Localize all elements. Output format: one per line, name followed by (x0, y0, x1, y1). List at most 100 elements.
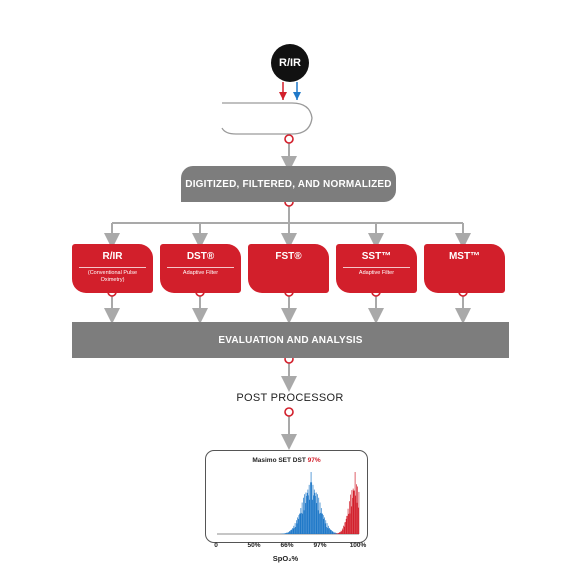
algorithm-title: SST™ (361, 251, 392, 262)
histogram-bar (288, 532, 290, 534)
histogram-bar (342, 529, 344, 534)
histogram-bar (297, 518, 299, 534)
histogram-bar (333, 531, 335, 534)
histogram-bar (301, 512, 302, 534)
histogram-bar (339, 532, 341, 534)
algorithm-box-mst: MST™ (424, 244, 505, 293)
spo2-histogram (217, 472, 360, 535)
histogram-bar (294, 523, 296, 534)
histogram-bar (350, 506, 352, 534)
chart-title: Masimo SET DST 97% (206, 457, 367, 464)
digitize-bar: DIGITIZED, FILTERED, AND NORMALIZED (181, 166, 396, 202)
histogram-bar (291, 529, 293, 534)
histogram-bar (346, 515, 348, 534)
histogram-bar (305, 492, 307, 534)
histogram-bar (294, 527, 295, 534)
histogram-bar (306, 495, 307, 534)
histogram-bar (319, 502, 321, 534)
histogram-bar (290, 530, 292, 534)
histogram-bar (317, 494, 318, 534)
histogram-bar (354, 490, 355, 534)
histogram-bar (323, 518, 325, 534)
algorithm-box-rir: R/IR (Conventional Pulse Oximetry) (72, 244, 153, 293)
histogram-bar (337, 533, 339, 534)
histogram-bar (288, 531, 290, 534)
algorithm-subtitle: (Conventional Pulse Oximetry) (79, 267, 146, 284)
histogram-bar (293, 525, 295, 534)
histogram-bar (341, 531, 343, 534)
x-tick-50: 50% (247, 542, 261, 549)
histogram-bar (347, 508, 349, 534)
histogram-bar (306, 492, 308, 534)
histogram-bar (324, 517, 325, 534)
histogram-bar (311, 482, 313, 534)
histogram-bar (332, 531, 334, 534)
histogram-bar (348, 513, 350, 534)
histogram-bar (296, 520, 297, 534)
histogram-bar (319, 513, 320, 534)
histogram-bar (320, 508, 322, 534)
histogram-bar (320, 512, 322, 534)
histogram-bar (314, 492, 316, 534)
histogram-bar (304, 503, 306, 534)
histogram-bar (345, 522, 346, 534)
histogram-bar (357, 507, 359, 534)
algorithm-title: MST™ (448, 251, 481, 262)
histogram-bar (336, 533, 337, 534)
histogram-bar (287, 531, 289, 534)
histogram-bar (329, 529, 331, 534)
histogram-bar (331, 530, 332, 534)
histogram-bar (331, 531, 333, 534)
histogram-bar (326, 523, 328, 534)
histogram-bar (296, 523, 298, 534)
histogram-bar (348, 501, 350, 534)
histogram-bar (300, 508, 302, 534)
histogram-bar (304, 494, 306, 534)
node-dot-post (284, 407, 294, 417)
histogram-bar (283, 533, 285, 534)
histogram-bar (327, 527, 329, 534)
algorithm-box-sst: SST™ Adaptive Filter (336, 244, 417, 293)
histogram-bar (316, 503, 318, 534)
histogram-bar (298, 515, 300, 534)
algorithm-title: FST® (275, 251, 302, 262)
histogram-bar (308, 484, 310, 534)
sensor-circle: R/IR (271, 44, 309, 82)
histogram-bar (313, 495, 314, 534)
red-led-icon (279, 92, 287, 100)
histogram-bar (290, 530, 291, 534)
histogram-bar (295, 526, 297, 534)
histogram-bar (310, 472, 312, 534)
finger-outline (221, 102, 313, 135)
histogram-bar (356, 502, 358, 534)
histogram-bar (345, 518, 347, 534)
histogram-bar (335, 533, 337, 534)
histogram-bar (347, 515, 348, 534)
histogram-bar (353, 490, 355, 534)
histogram-bar (355, 495, 357, 534)
histogram-bar (327, 525, 329, 534)
histogram-bar (358, 491, 360, 534)
histogram-bar (343, 526, 345, 534)
x-axis-label: SpO₂% (272, 554, 299, 563)
histogram-bar (335, 532, 336, 534)
algorithm-title: R/IR (102, 251, 123, 262)
histogram-bar (299, 513, 300, 534)
histogram-bar (313, 489, 315, 534)
histogram-bar (349, 513, 351, 534)
histogram-bar (326, 526, 327, 534)
x-tick-100: 100% (349, 542, 367, 549)
evaluation-bar-label: EVALUATION AND ANALYSIS (218, 334, 363, 346)
histogram-bar (311, 499, 313, 534)
histogram-bar (351, 490, 353, 534)
digitize-bar-label: DIGITIZED, FILTERED, AND NORMALIZED (185, 178, 392, 190)
histogram-bar (292, 528, 294, 534)
spo2-chart-panel: Masimo SET DST 97% (205, 450, 368, 543)
histogram-bar (354, 472, 356, 534)
histogram-bar (287, 533, 288, 534)
chart-title-prefix: Masimo SET DST (252, 457, 306, 464)
x-tick-66: 66% (280, 542, 294, 549)
histogram-series-2 (324, 472, 360, 534)
x-tick-97: 97% (313, 542, 327, 549)
histogram-bar (330, 530, 332, 534)
